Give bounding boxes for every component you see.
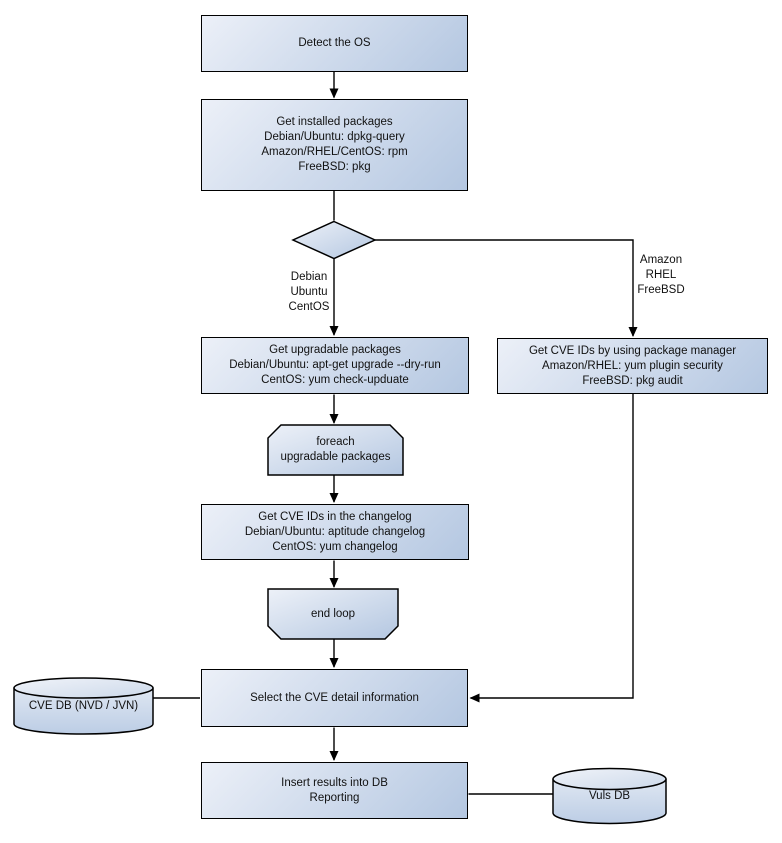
cve-db-cylinder bbox=[13, 677, 154, 735]
node-get-installed-packages: Get installed packages Debian/Ubuntu: dp… bbox=[201, 99, 468, 191]
connector-decision-to-pkg-manager bbox=[375, 239, 638, 337]
node-get-upgradable-packages: Get upgradable packages Debian/Ubuntu: a… bbox=[201, 337, 469, 394]
connector-pkg-manager-to-select bbox=[469, 393, 634, 703]
node-insert-results: Insert results into DB Reporting bbox=[201, 762, 468, 819]
node-get-cve-ids-pkg-manager: Get CVE IDs by using package manager Ama… bbox=[497, 338, 768, 394]
os-decision-diamond bbox=[291, 220, 377, 260]
node-select-cve-detail: Select the CVE detail information bbox=[201, 669, 468, 727]
end-loop-shape bbox=[267, 588, 399, 640]
node-get-cve-ids-changelog: Get CVE IDs in the changelog Debian/Ubun… bbox=[201, 504, 469, 560]
foreach-loop-shape bbox=[267, 424, 404, 476]
branch-label-right: Amazon RHEL FreeBSD bbox=[637, 254, 685, 296]
vuls-db-cylinder bbox=[552, 767, 667, 825]
node-detect-os: Detect the OS bbox=[201, 15, 468, 72]
branch-label-left: Debian Ubuntu CentOS bbox=[288, 271, 330, 313]
